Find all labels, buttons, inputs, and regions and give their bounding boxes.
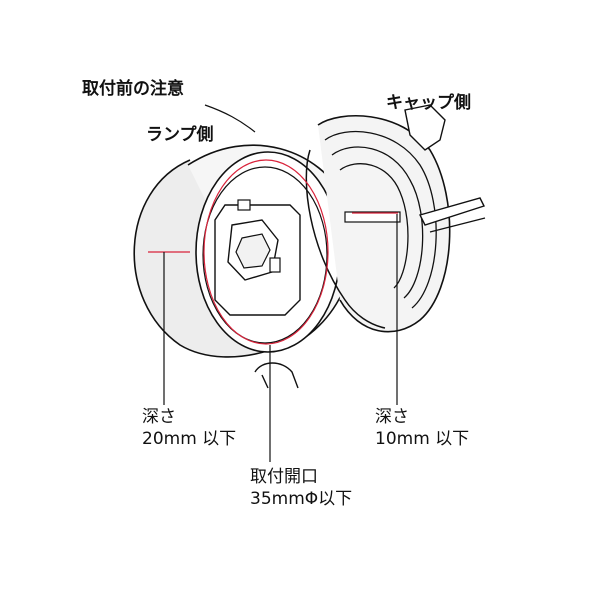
lamp-side-label: ランプ側	[146, 125, 214, 145]
cap-depth-label-line2: 10mm 以下	[375, 429, 470, 449]
opening-label-line1: 取付開口	[250, 467, 318, 487]
title-label: 取付前の注意	[82, 79, 184, 99]
title-leader-line	[204, 104, 256, 133]
opening-label-line2: 35mmΦ以下	[250, 489, 353, 509]
cap-side-label: キャップ側	[386, 93, 471, 113]
leader-lines	[163, 214, 398, 462]
lamp-depth-label-line2: 20mm 以下	[142, 429, 237, 449]
measurement-guides	[148, 159, 398, 345]
cap-depth-label-line1: 深さ	[375, 407, 409, 427]
lamp-depth-label-line1: 深さ	[142, 407, 176, 427]
lamp-side-housing	[133, 144, 355, 389]
cap-side-housing	[305, 104, 486, 333]
opening-guide-circle	[203, 159, 329, 345]
